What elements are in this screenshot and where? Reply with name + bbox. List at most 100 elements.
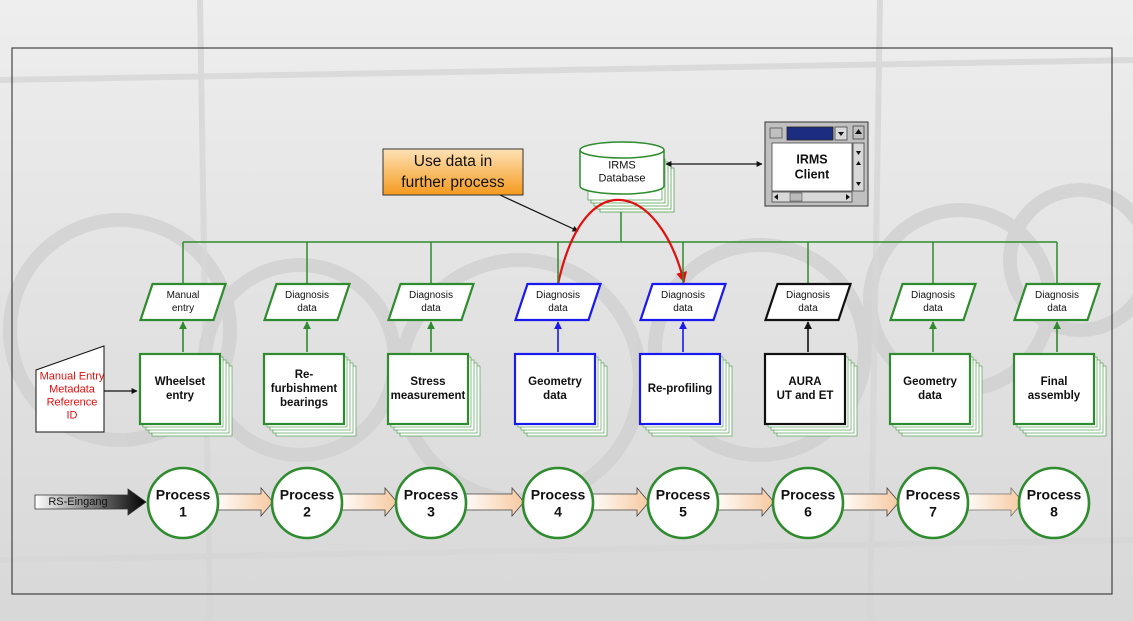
client-title-combo[interactable] [786, 126, 834, 141]
step-label-line: bearings [280, 397, 328, 409]
document-label-line: Manual Entry [40, 371, 105, 383]
note-text-line: Use data in [414, 153, 492, 170]
data-item-label-line: entry [172, 303, 194, 314]
process-flow-arrow [587, 486, 650, 518]
rs-eingang-arrow: RS-Eingang [34, 488, 147, 516]
database-label-line: Database [598, 173, 645, 185]
step-label-line: Geometry [903, 376, 957, 388]
process-step-box[interactable]: Geometry data [888, 352, 983, 437]
process-flow-arrow [837, 486, 900, 518]
step-label-line: furbishment [271, 383, 338, 395]
step-label-line: Re-profiling [648, 383, 713, 395]
process-label-line: Process [656, 487, 711, 503]
data-item-label: Diagnosis data [409, 290, 453, 314]
process-label-line: Process [781, 487, 836, 503]
step-label: Geometry data [903, 376, 957, 402]
process-label-line: 4 [554, 504, 562, 520]
vertical-scrollbar[interactable] [852, 142, 865, 192]
process-label-line: Process [906, 487, 961, 503]
note-pointer-arrow [499, 194, 579, 232]
process-flow-arrow [212, 486, 274, 518]
data-item-label: Diagnosis data [285, 290, 329, 314]
step-label-line: UT and ET [777, 390, 834, 402]
step-label-line: Final [1041, 376, 1068, 388]
data-item: Diagnosis data [262, 282, 352, 322]
step-label-line: data [918, 390, 942, 402]
data-item-label-line: data [548, 303, 568, 314]
data-item-label-line: data [923, 303, 943, 314]
step-label-line: entry [166, 390, 195, 402]
scroll-right-icon[interactable] [846, 194, 850, 200]
scroll-up-icon[interactable] [855, 129, 862, 134]
process-label-line: 2 [303, 504, 311, 520]
data-item-label-line: data [1047, 303, 1067, 314]
step-label-line: Stress [410, 376, 445, 388]
data-item-label-line: Diagnosis [409, 290, 453, 301]
process-step-box[interactable]: Re-furbishment bearings [262, 352, 357, 437]
scroll-left-icon[interactable] [774, 194, 778, 200]
client-label-line: Client [795, 168, 831, 182]
document-label-line: Reference [47, 397, 98, 409]
step-label: Re-furbishment bearings [271, 369, 338, 409]
client-label-line: IRMS [796, 153, 827, 167]
process-flow-arrow [712, 486, 775, 518]
process-label-line: Process [280, 487, 335, 503]
process-label-line: 6 [804, 504, 812, 520]
data-item-label-line: data [798, 303, 818, 314]
horizontal-scrollbar[interactable] [771, 191, 853, 203]
scroll-down-icon[interactable] [856, 182, 861, 186]
step-label-line: Re- [295, 369, 314, 381]
process-label-line: 1 [179, 504, 187, 520]
data-item-label-line: data [297, 303, 317, 314]
process-step-box[interactable]: Re-profiling [638, 352, 733, 437]
data-item-label-line: data [421, 303, 441, 314]
data-item: Diagnosis data [386, 282, 476, 322]
process-label-line: 8 [1050, 504, 1058, 520]
process-label-line: Process [531, 487, 586, 503]
window-menu-icon[interactable] [769, 127, 783, 139]
step-label-line: data [543, 390, 567, 402]
data-item-label-line: Diagnosis [285, 290, 329, 301]
database-label-line: IRMS [608, 160, 636, 172]
